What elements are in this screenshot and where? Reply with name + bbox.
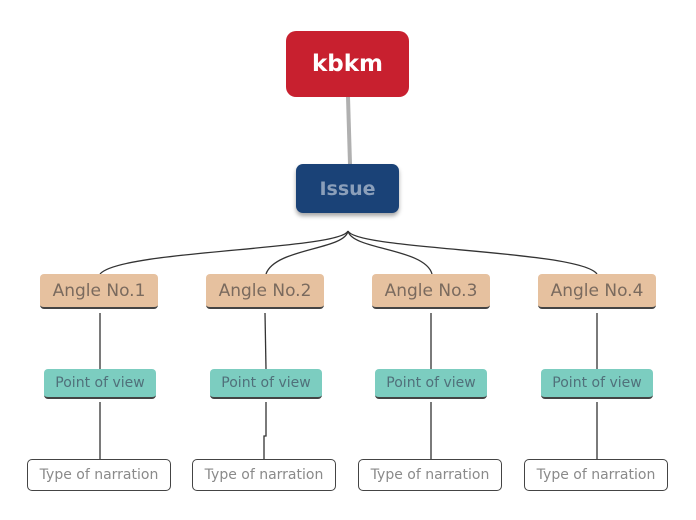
point-of-view-label: Point of view — [552, 375, 642, 391]
issue-topic-label: Issue — [319, 177, 376, 200]
angle-topic-1[interactable]: Angle No.1 — [40, 274, 158, 309]
narration-label: Type of narration — [370, 467, 490, 483]
narration-topic-3[interactable]: Type of narration — [358, 459, 502, 491]
connector-issue-angle-2 — [265, 230, 349, 275]
root-topic[interactable]: kbkm — [286, 31, 409, 97]
point-of-view-topic-2[interactable]: Point of view — [210, 369, 322, 399]
narration-topic-2[interactable]: Type of narration — [192, 459, 336, 491]
point-of-view-label: Point of view — [221, 375, 311, 391]
narration-label: Type of narration — [204, 467, 324, 483]
point-of-view-topic-1[interactable]: Point of view — [44, 369, 156, 399]
angle-label: Angle No.1 — [52, 280, 146, 301]
angle-label: Angle No.4 — [550, 280, 644, 301]
connector-issue-angle-3 — [347, 230, 433, 275]
angle-topic-2[interactable]: Angle No.2 — [206, 274, 324, 309]
angle-label: Angle No.2 — [218, 280, 312, 301]
issue-topic[interactable]: Issue — [296, 164, 399, 213]
angle-topic-4[interactable]: Angle No.4 — [538, 274, 656, 309]
narration-topic-1[interactable]: Type of narration — [27, 459, 171, 491]
connector-pov-narr-2 — [263, 402, 267, 459]
connector-issue-angle-4 — [347, 230, 598, 275]
root-topic-label: kbkm — [311, 51, 384, 77]
connector-root-issue — [346, 96, 352, 165]
angle-label: Angle No.3 — [384, 280, 478, 301]
point-of-view-label: Point of view — [386, 375, 476, 391]
point-of-view-topic-3[interactable]: Point of view — [375, 369, 487, 399]
narration-topic-4[interactable]: Type of narration — [524, 459, 668, 491]
point-of-view-label: Point of view — [55, 375, 145, 391]
point-of-view-topic-4[interactable]: Point of view — [541, 369, 653, 399]
connector-angle-pov-2 — [264, 312, 267, 370]
angle-topic-3[interactable]: Angle No.3 — [372, 274, 490, 309]
connector-issue-angle-1 — [99, 230, 349, 275]
narration-label: Type of narration — [536, 467, 656, 483]
narration-label: Type of narration — [39, 467, 159, 483]
